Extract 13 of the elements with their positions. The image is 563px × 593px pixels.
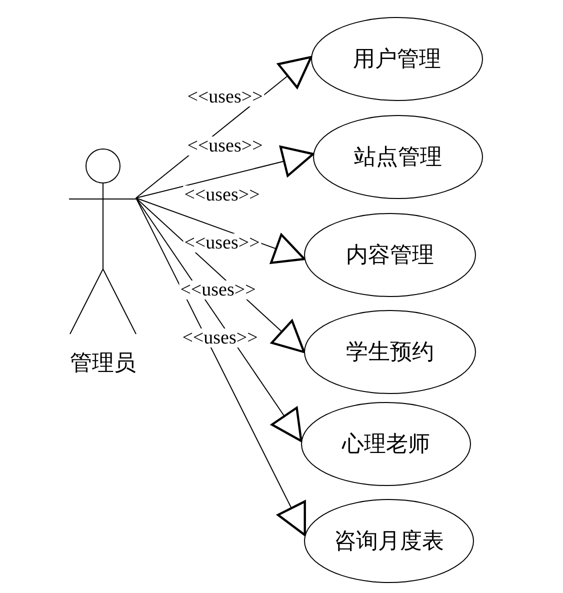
edge-label: <<uses>> bbox=[183, 234, 261, 252]
edge-label: <<uses>> bbox=[179, 280, 257, 300]
actor-name: 管理员 bbox=[70, 349, 136, 377]
edge-label: <<uses>> bbox=[181, 328, 259, 348]
use-case-ellipse: 用户管理 bbox=[311, 17, 483, 101]
use-case-ellipse: 心理老师 bbox=[301, 402, 471, 486]
arrow bbox=[136, 146, 314, 198]
use-case-ellipse: 学生预约 bbox=[304, 310, 476, 394]
use-case-ellipse: 内容管理 bbox=[304, 213, 476, 297]
arrow bbox=[136, 198, 306, 536]
edge-label: <<uses>> bbox=[186, 136, 264, 156]
use-case-ellipse: 站点管理 bbox=[313, 115, 483, 199]
use-case-ellipse: 咨询月度表 bbox=[304, 499, 474, 583]
